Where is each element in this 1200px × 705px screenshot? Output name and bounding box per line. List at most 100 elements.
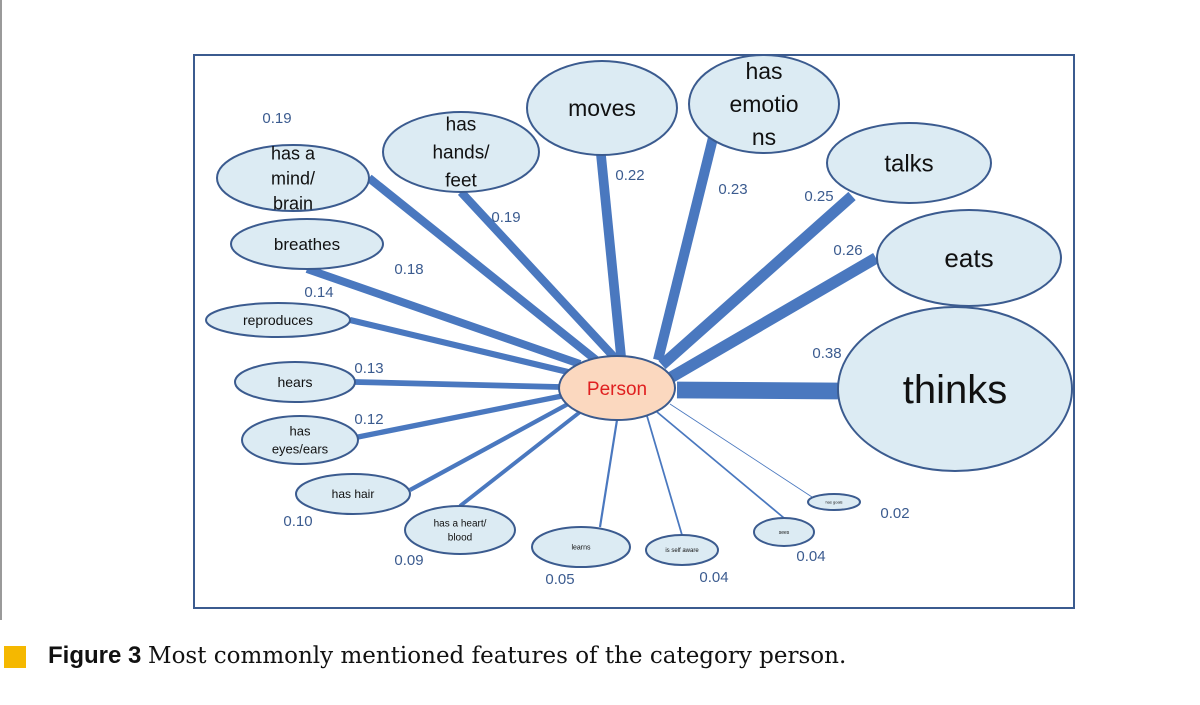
spoke-has-eyes-ears: [357, 393, 563, 440]
feature-node-breathes: breathes: [230, 218, 384, 270]
weight-label-moves: 0.22: [615, 167, 644, 184]
spoke-has-heart-blood: [458, 410, 582, 508]
feature-node-hears: hears: [234, 361, 356, 403]
center-node: Person: [558, 355, 676, 421]
caption-text: Figure 3 Most commonly mentioned feature…: [48, 642, 846, 670]
feature-label-reproduces: reproduces: [243, 312, 313, 328]
weight-label-has-eyes-ears: 0.12: [354, 411, 383, 428]
center-label: Person: [587, 379, 647, 400]
feature-ellipse-talks: [826, 122, 992, 204]
weight-label-has-goals: 0.02: [880, 505, 909, 522]
feature-ellipse-has-heart-blood: [404, 505, 516, 555]
feature-ellipse-breathes: [230, 218, 384, 270]
feature-node-has-goals: has goals: [807, 493, 861, 511]
feature-node-thinks: thinks: [837, 306, 1073, 472]
spoke-group: [305, 136, 879, 536]
feature-label-eats: eats: [944, 243, 993, 273]
feature-label-sees: sees: [779, 530, 790, 536]
spoke-talks: [658, 191, 856, 370]
feature-label-has-hair: has hair: [332, 487, 375, 501]
feature-label-has-eyes-ears: eyes/ears: [272, 442, 329, 457]
spoke-moves: [596, 154, 626, 357]
feature-node-has-hands-feet: has hands/feet: [382, 111, 540, 193]
spoke-has-emotions: [653, 136, 718, 362]
feature-node-moves: moves: [526, 60, 678, 156]
feature-label-has-heart-blood: blood: [448, 533, 472, 544]
spoke-is-self-aware: [646, 415, 683, 536]
weight-label-has-hands-feet: 0.19: [491, 209, 520, 226]
feature-label-hears: hears: [277, 374, 312, 390]
spoke-has-goals: [669, 403, 813, 498]
feature-node-group: thinks eats talks has emotio ns moves has hands/…: [205, 54, 1073, 568]
spoke-has-mind-brain: [366, 174, 599, 364]
feature-label-has-eyes-ears: has: [290, 424, 311, 439]
feature-ellipse-sees: [753, 517, 815, 547]
feature-ellipse-has-hands-feet: [382, 111, 540, 193]
feature-label-breathes: breathes: [274, 235, 340, 254]
feature-ellipse-has-emotions: [688, 54, 840, 154]
feature-ellipse-has-eyes-ears: [241, 415, 359, 465]
feature-ellipse-hears: [234, 361, 356, 403]
feature-label-has-heart-blood: has a heart/: [434, 519, 487, 530]
feature-node-is-self-aware: is self aware: [645, 534, 719, 566]
feature-ellipse-is-self-aware: [645, 534, 719, 566]
spoke-sees: [656, 411, 785, 519]
weight-label-thinks: 0.38: [812, 345, 841, 362]
spoke-has-hands-feet: [457, 189, 618, 360]
feature-node-has-emotions: has emotio ns: [688, 54, 840, 154]
spoke-reproduces: [349, 317, 569, 375]
feature-ellipse-has-hair: [295, 473, 411, 515]
weight-label-has-emotions: 0.23: [718, 181, 747, 198]
page-edge: [0, 0, 2, 620]
feature-label-has-mind-brain: mind/: [271, 168, 315, 188]
feature-label-has-emotions: emotio: [729, 91, 798, 117]
feature-label-moves: moves: [568, 95, 636, 121]
center-ellipse: [558, 355, 676, 421]
spoke-eats: [667, 253, 879, 383]
weight-label-sees: 0.04: [796, 548, 825, 565]
caption-marker-icon: [4, 646, 26, 668]
feature-ellipse-reproduces: [205, 302, 351, 338]
weight-label-reproduces: 0.14: [304, 284, 333, 301]
feature-label-is-self-aware: is self aware: [665, 548, 699, 554]
feature-label-has-mind-brain: brain: [273, 193, 313, 213]
weight-label-hears: 0.13: [354, 360, 383, 377]
feature-ellipse-has-goals: [807, 493, 861, 511]
spoke-hears: [354, 379, 561, 390]
feature-label-learns: learns: [571, 544, 591, 551]
feature-node-has-heart-blood: has a heart/blood: [404, 505, 516, 555]
weight-label-eats: 0.26: [833, 242, 862, 259]
weight-label-breathes: 0.18: [394, 261, 423, 278]
feature-label-has-emotions: ns: [752, 124, 776, 150]
spoke-thinks: [676, 381, 839, 400]
feature-node-reproduces: reproduces: [205, 302, 351, 338]
caption-figure-label: Figure 3: [48, 642, 142, 669]
weight-label-is-self-aware: 0.04: [699, 569, 728, 586]
feature-network-diagram: thinks eats talks has emotio ns moves has hands/…: [205, 54, 1073, 588]
weight-label-group: 0.38 0.26 0.25 0.23 0.22 0.19 0.19 0.18 0.14 0.13…: [262, 110, 909, 588]
feature-ellipse-learns: [531, 526, 631, 568]
feature-node-has-hair: has hair: [295, 473, 411, 515]
feature-label-thinks: thinks: [903, 368, 1008, 412]
feature-ellipse-moves: [526, 60, 678, 156]
feature-label-talks: talks: [884, 150, 933, 177]
feature-ellipse-eats: [876, 209, 1062, 307]
weight-label-has-mind-brain: 0.19: [262, 110, 291, 127]
spoke-has-hair: [408, 402, 570, 492]
feature-node-talks: talks: [826, 122, 992, 204]
weight-label-talks: 0.25: [804, 188, 833, 205]
spoke-learns: [598, 419, 619, 528]
feature-label-has-emotions: has: [745, 58, 782, 84]
feature-node-has-mind-brain: has a mind/brain: [216, 143, 370, 213]
feature-ellipse-thinks: [837, 306, 1073, 472]
feature-ellipse-has-mind-brain: [216, 144, 370, 212]
feature-node-sees: sees: [753, 517, 815, 547]
weight-label-has-heart-blood: 0.09: [394, 552, 423, 569]
feature-label-has-hands-feet: feet: [445, 171, 477, 192]
feature-label-has-hands-feet: has: [446, 115, 477, 136]
feature-label-has-mind-brain: has a: [271, 143, 316, 163]
weight-label-has-hair: 0.10: [283, 513, 312, 530]
feature-label-has-hands-feet: hands/: [432, 143, 490, 164]
feature-node-learns: learns: [531, 526, 631, 568]
caption-description: Most commonly mentioned features of the …: [148, 643, 847, 669]
